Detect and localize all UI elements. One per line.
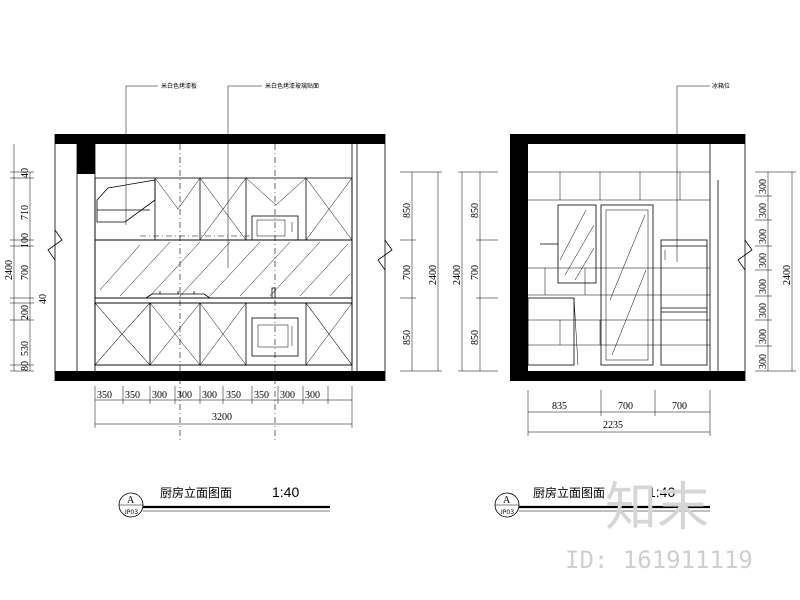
left-dim-6: 200 [20,305,31,320]
right-bubble-sheet: IP03 [501,509,514,516]
rv-right-dim-4: 300 [758,253,769,268]
backsplash-glass [94,239,353,299]
lower-cabinets [94,302,353,366]
left-vertical-dims: 40 710 100 700 40 200 530 80 2400 [4,144,49,372]
left-view-right-dims: 850 700 850 2400 [400,171,442,372]
right-dim-total: 2400 [428,265,439,285]
watermark-id: ID: 161911119 [565,546,753,574]
upper-cabinets [94,177,353,241]
left-dim-1: 40 [20,168,31,178]
oven [251,317,299,357]
rv-bottom-dim-3: 700 [672,401,687,412]
right-left-wall [510,134,528,381]
right-bubble-letter: A [503,495,511,506]
bottom-dim-8: 300 [280,390,295,401]
bottom-dim-total: 3200 [212,412,232,423]
left-dim-total: 2400 [4,260,15,280]
left-title-block: A IP03 厨房立面图面 1:40 [118,484,330,518]
rv-bottom-dim-2: 700 [618,401,633,412]
left-bubble-sheet: IP03 [125,509,138,516]
watermark-brand: 知末 [605,478,709,538]
left-dim-8: 80 [20,361,31,371]
left-elevation: 米白色烤漆板 米白色烤漆玻璃贴面 40 710 100 700 40 200 5… [4,82,442,518]
rv-right-dim-1: 300 [758,179,769,194]
rv-bottom-dim-1: 835 [552,401,567,412]
countertop [94,297,353,304]
left-column [77,144,95,174]
tall-glass-door [600,204,654,366]
right-dim-2: 700 [402,265,413,280]
rv-right-dim-3: 300 [758,229,769,244]
rv-left-dim-1: 850 [470,203,481,218]
left-floor-slab [55,371,385,381]
left-dim-5: 40 [38,294,49,304]
bottom-dim-4: 300 [177,390,192,401]
right-bottom-dims: 835 700 700 2235 [527,390,711,436]
left-ceiling-slab [55,134,385,144]
bottom-dim-1: 350 [97,390,112,401]
rv-left-dim-total: 2400 [452,265,463,285]
rv-right-dim-2: 300 [758,203,769,218]
right-dim-1: 850 [402,203,413,218]
rv-left-dim-2: 700 [470,265,481,280]
left-view-scale: 1:40 [272,484,299,500]
rv-right-dim-8: 300 [758,354,769,369]
rv-right-dim-5: 300 [758,279,769,294]
watermark: 知末 ID: 161911119 [565,478,753,574]
right-ceiling-slab [510,134,745,144]
left-bottom-dims: 350 350 300 300 300 350 350 300 300 3200 [94,386,353,428]
rv-right-dim-total: 2400 [782,265,793,285]
right-note-1: 冰箱位 [712,82,730,90]
left-bubble-letter: A [127,495,135,506]
rv-bottom-dim-total: 2235 [603,420,623,431]
bottom-dim-6: 350 [226,390,241,401]
left-note-2: 米白色烤漆玻璃贴面 [265,82,319,90]
bottom-dim-5: 300 [202,390,217,401]
right-view-title: 厨房立面图面 [533,485,605,500]
bottom-dim-9: 300 [305,390,320,401]
rv-right-dim-6: 300 [758,303,769,318]
left-dim-2: 710 [20,205,31,220]
left-dim-3: 100 [20,233,31,248]
tiled-wall [528,171,710,346]
side-glass-cabinet [557,204,597,284]
cooktop [145,291,211,299]
right-view-left-dims: 850 700 850 2400 [452,171,498,372]
right-floor-slab [510,371,745,381]
left-dim-4: 700 [20,265,31,280]
bottom-dim-3: 300 [152,390,167,401]
left-view-title: 厨房立面图面 [160,485,232,500]
rv-left-dim-3: 850 [470,330,481,345]
bottom-dim-2: 350 [125,390,140,401]
right-view-right-dims: 300 300 300 300 300 300 300 300 2400 [755,171,796,372]
bottom-dim-7: 350 [254,390,269,401]
right-title-block: A IP03 厨房立面图面 1:40 [494,484,710,518]
rv-right-dim-7: 300 [758,329,769,344]
right-dim-3: 850 [402,330,413,345]
left-note-1: 米白色烤漆板 [161,82,197,90]
left-dim-7: 530 [20,341,31,356]
refrigerator [660,239,708,366]
low-cabinet [527,297,575,366]
right-elevation: 冰箱位 850 700 850 2400 300 [452,82,796,518]
right-view-scale: 1:40 [648,484,675,500]
